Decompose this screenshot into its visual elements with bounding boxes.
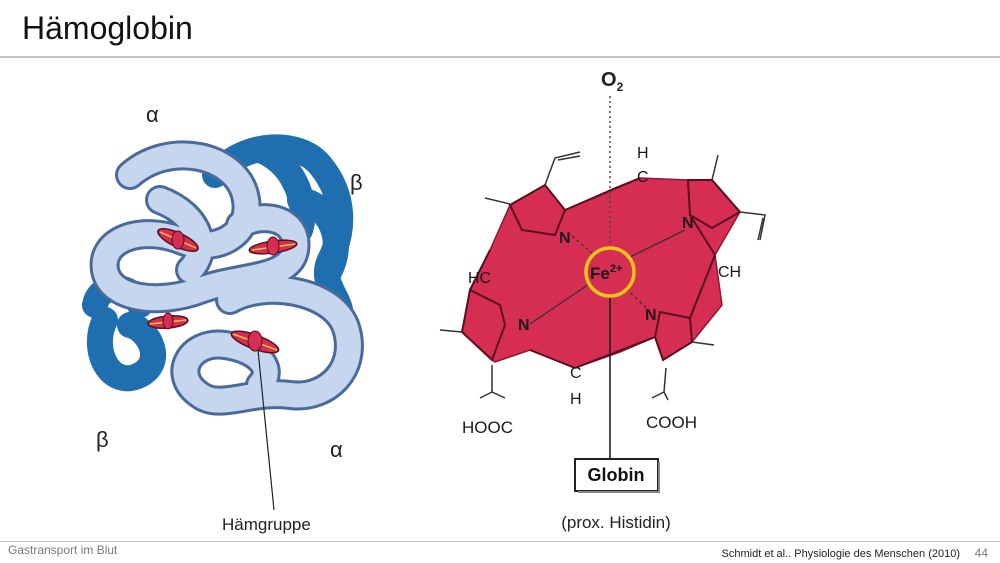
label-beta-bottom: β xyxy=(96,427,109,452)
fe-n-bonds xyxy=(529,229,686,325)
label-fe: Fe2+ xyxy=(590,263,622,283)
label-histidin: (prox. Histidin) xyxy=(561,513,671,532)
hemoglobin-tetramer: α β β α Hämgruppe xyxy=(82,102,364,534)
heme-group-3 xyxy=(147,312,189,330)
heme-group-1 xyxy=(157,227,199,253)
heme-group-4 xyxy=(230,330,280,354)
label-ch-right: CH xyxy=(718,264,741,281)
label-n-bottom-right: N xyxy=(645,307,657,324)
heme-pointer-line xyxy=(257,349,275,511)
label-n-top-left: N xyxy=(559,230,571,247)
label-cooh: COOH xyxy=(646,413,697,432)
footer-section-title: Gastransport im Blut xyxy=(8,543,118,557)
alpha-chain-strands xyxy=(92,143,361,413)
label-globin: Globin xyxy=(588,465,645,485)
heme-group-2 xyxy=(248,236,298,256)
label-c-top: C xyxy=(637,169,649,186)
slide-title: Hämoglobin xyxy=(22,10,193,46)
heme-structure: O2 Fe2+ N N N N H C HC CH C H HOOC COOH … xyxy=(439,69,766,532)
label-beta-right: β xyxy=(350,170,363,195)
title-divider xyxy=(0,56,1000,58)
pyrrole-outlines xyxy=(460,177,742,369)
footer-divider xyxy=(0,541,1000,542)
label-c-bottom: C xyxy=(570,365,582,382)
label-h-bottom: H xyxy=(570,391,582,408)
label-alpha-bottom: α xyxy=(330,437,343,462)
label-o2: O2 xyxy=(601,69,624,94)
label-n-top-right: N xyxy=(682,215,694,232)
label-alpha-top: α xyxy=(146,102,159,127)
label-hooc: HOOC xyxy=(462,418,513,437)
label-hc-left: HC xyxy=(468,270,491,287)
source-citation: Schmidt et al.. Physiologie des Menschen… xyxy=(721,548,960,560)
label-haemgruppe: Hämgruppe xyxy=(222,515,311,534)
label-n-bottom-left: N xyxy=(518,317,530,334)
label-h-top: H xyxy=(637,145,649,162)
substituent-lines xyxy=(439,151,766,401)
page-number: 44 xyxy=(974,546,988,560)
iron-circle xyxy=(584,246,636,298)
